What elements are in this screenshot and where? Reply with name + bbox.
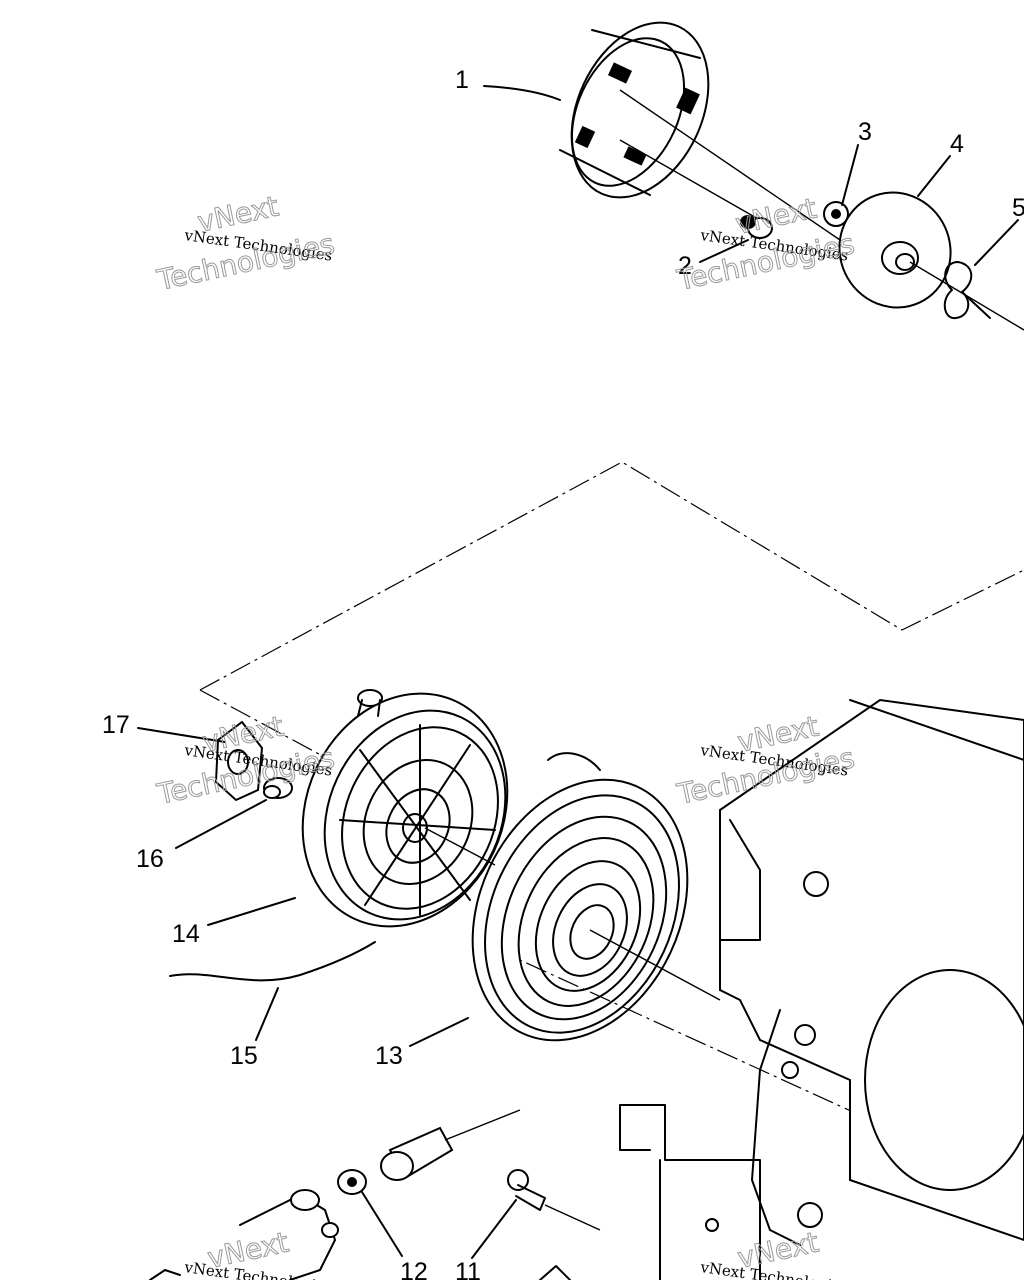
watermark-mid-left: vNext vNext Technologies Technologies <box>153 709 338 811</box>
label-part-12: 12 <box>400 1258 428 1280</box>
screw-part <box>507 1169 601 1231</box>
starter-rope-part <box>169 941 376 982</box>
label-part-5: 5 <box>1012 194 1024 222</box>
label-part-4: 4 <box>950 130 964 158</box>
spring-clip-part <box>943 261 991 320</box>
nut-part <box>740 215 773 239</box>
label-part-16: 16 <box>136 845 164 873</box>
leader-lines <box>137 85 1019 1259</box>
label-part-1: 1 <box>455 66 469 94</box>
bushing-part <box>263 777 293 799</box>
sleeve-part <box>337 1109 521 1195</box>
label-part-14: 14 <box>172 920 200 948</box>
label-part-2: 2 <box>678 252 692 280</box>
watermark-bottom-left: vNext vNext Technologies <box>182 1225 333 1280</box>
label-part-17: 17 <box>102 711 130 739</box>
drive-cup-part <box>559 21 841 241</box>
part-labels: 1 2 3 4 5 11 12 13 14 15 16 17 <box>102 66 1024 1280</box>
bracket-part <box>214 720 264 802</box>
label-part-11: 11 <box>455 1258 481 1280</box>
watermark-top-left: vNext vNext Technologies Technologies <box>153 189 338 297</box>
recoil-pulley-part <box>301 689 509 928</box>
assembly-plane-outline <box>199 461 1024 1191</box>
label-part-13: 13 <box>375 1042 403 1070</box>
recoil-spring-part <box>471 752 721 1042</box>
lower-left-parts <box>149 1189 571 1280</box>
lock-washer-part <box>823 201 849 227</box>
watermark-bottom-right: vNext vNext Technologies <box>698 1225 849 1280</box>
label-part-3: 3 <box>858 118 872 146</box>
label-part-15: 15 <box>230 1042 258 1070</box>
starter-housing-part <box>619 698 1024 1280</box>
